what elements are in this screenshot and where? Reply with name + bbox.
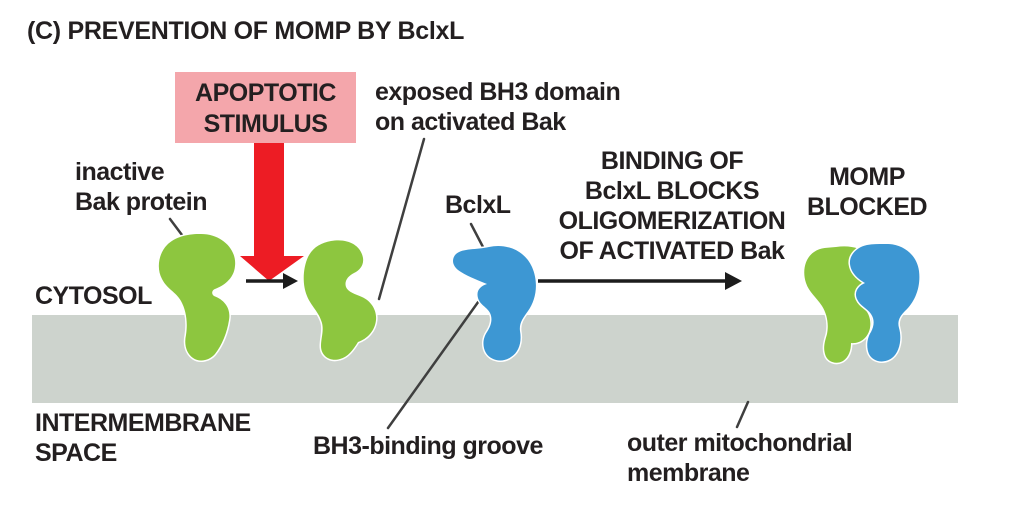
intermembrane-space-label: INTERMEMBRANE SPACE [35, 408, 251, 468]
binding-blocks-label: BINDING OF BclxL BLOCKS OLIGOMERIZATION … [520, 146, 824, 266]
label-line: STIMULUS [203, 110, 328, 138]
label-line: BLOCKED [806, 193, 928, 221]
exposed-bh3-label: exposed BH3 domain on activated Bak [375, 77, 621, 137]
complex-bclxl-shape [848, 242, 921, 363]
bclxl-label: BclxL [445, 191, 511, 219]
figure-title: (C) PREVENTION OF MOMP BY BclxL [27, 17, 465, 45]
label-line: OLIGOMERIZATION [558, 207, 786, 235]
label-line: membrane [627, 459, 750, 487]
apoptotic-stimulus-label: APOPTOTIC STIMULUS [175, 75, 356, 143]
activated-bak-protein-shape [302, 238, 378, 362]
label-line: Bak protein [75, 188, 208, 216]
momp-blocked-label: MOMP BLOCKED [792, 162, 942, 222]
label-line: on activated Bak [375, 108, 566, 136]
label-line: BINDING OF [600, 147, 744, 175]
label-line: SPACE [35, 439, 117, 467]
outer-membrane-label: outer mitochondrial membrane [627, 428, 853, 488]
label-line: inactive [75, 158, 165, 186]
inactive-bak-protein-shape [157, 232, 237, 363]
apoptotic-stimulus-arrow-icon [240, 143, 304, 281]
label-line: exposed BH3 domain [375, 78, 621, 106]
bclxl-protein-shape [451, 244, 538, 362]
label-line: BclxL BLOCKS [584, 177, 760, 205]
label-line: APOPTOTIC [195, 79, 336, 107]
label-line: outer mitochondrial [627, 429, 853, 457]
inactive-bak-label: inactive Bak protein [75, 157, 208, 217]
exposed-bh3-leader-line [377, 137, 426, 301]
bh3-groove-label: BH3-binding groove [313, 432, 543, 460]
binding-arrow-icon [538, 272, 742, 290]
label-line: INTERMEMBRANE [35, 409, 251, 437]
bclxl-leader-line [469, 222, 485, 249]
bh3-groove-leader-line [386, 296, 483, 430]
label-line: MOMP [829, 163, 905, 191]
cytosol-label: CYTOSOL [35, 282, 152, 310]
label-line: OF ACTIVATED Bak [559, 237, 785, 265]
outer-membrane-leader-line [735, 400, 750, 429]
activation-arrow-icon [246, 273, 298, 289]
apoptotic-stimulus-box [175, 72, 356, 143]
